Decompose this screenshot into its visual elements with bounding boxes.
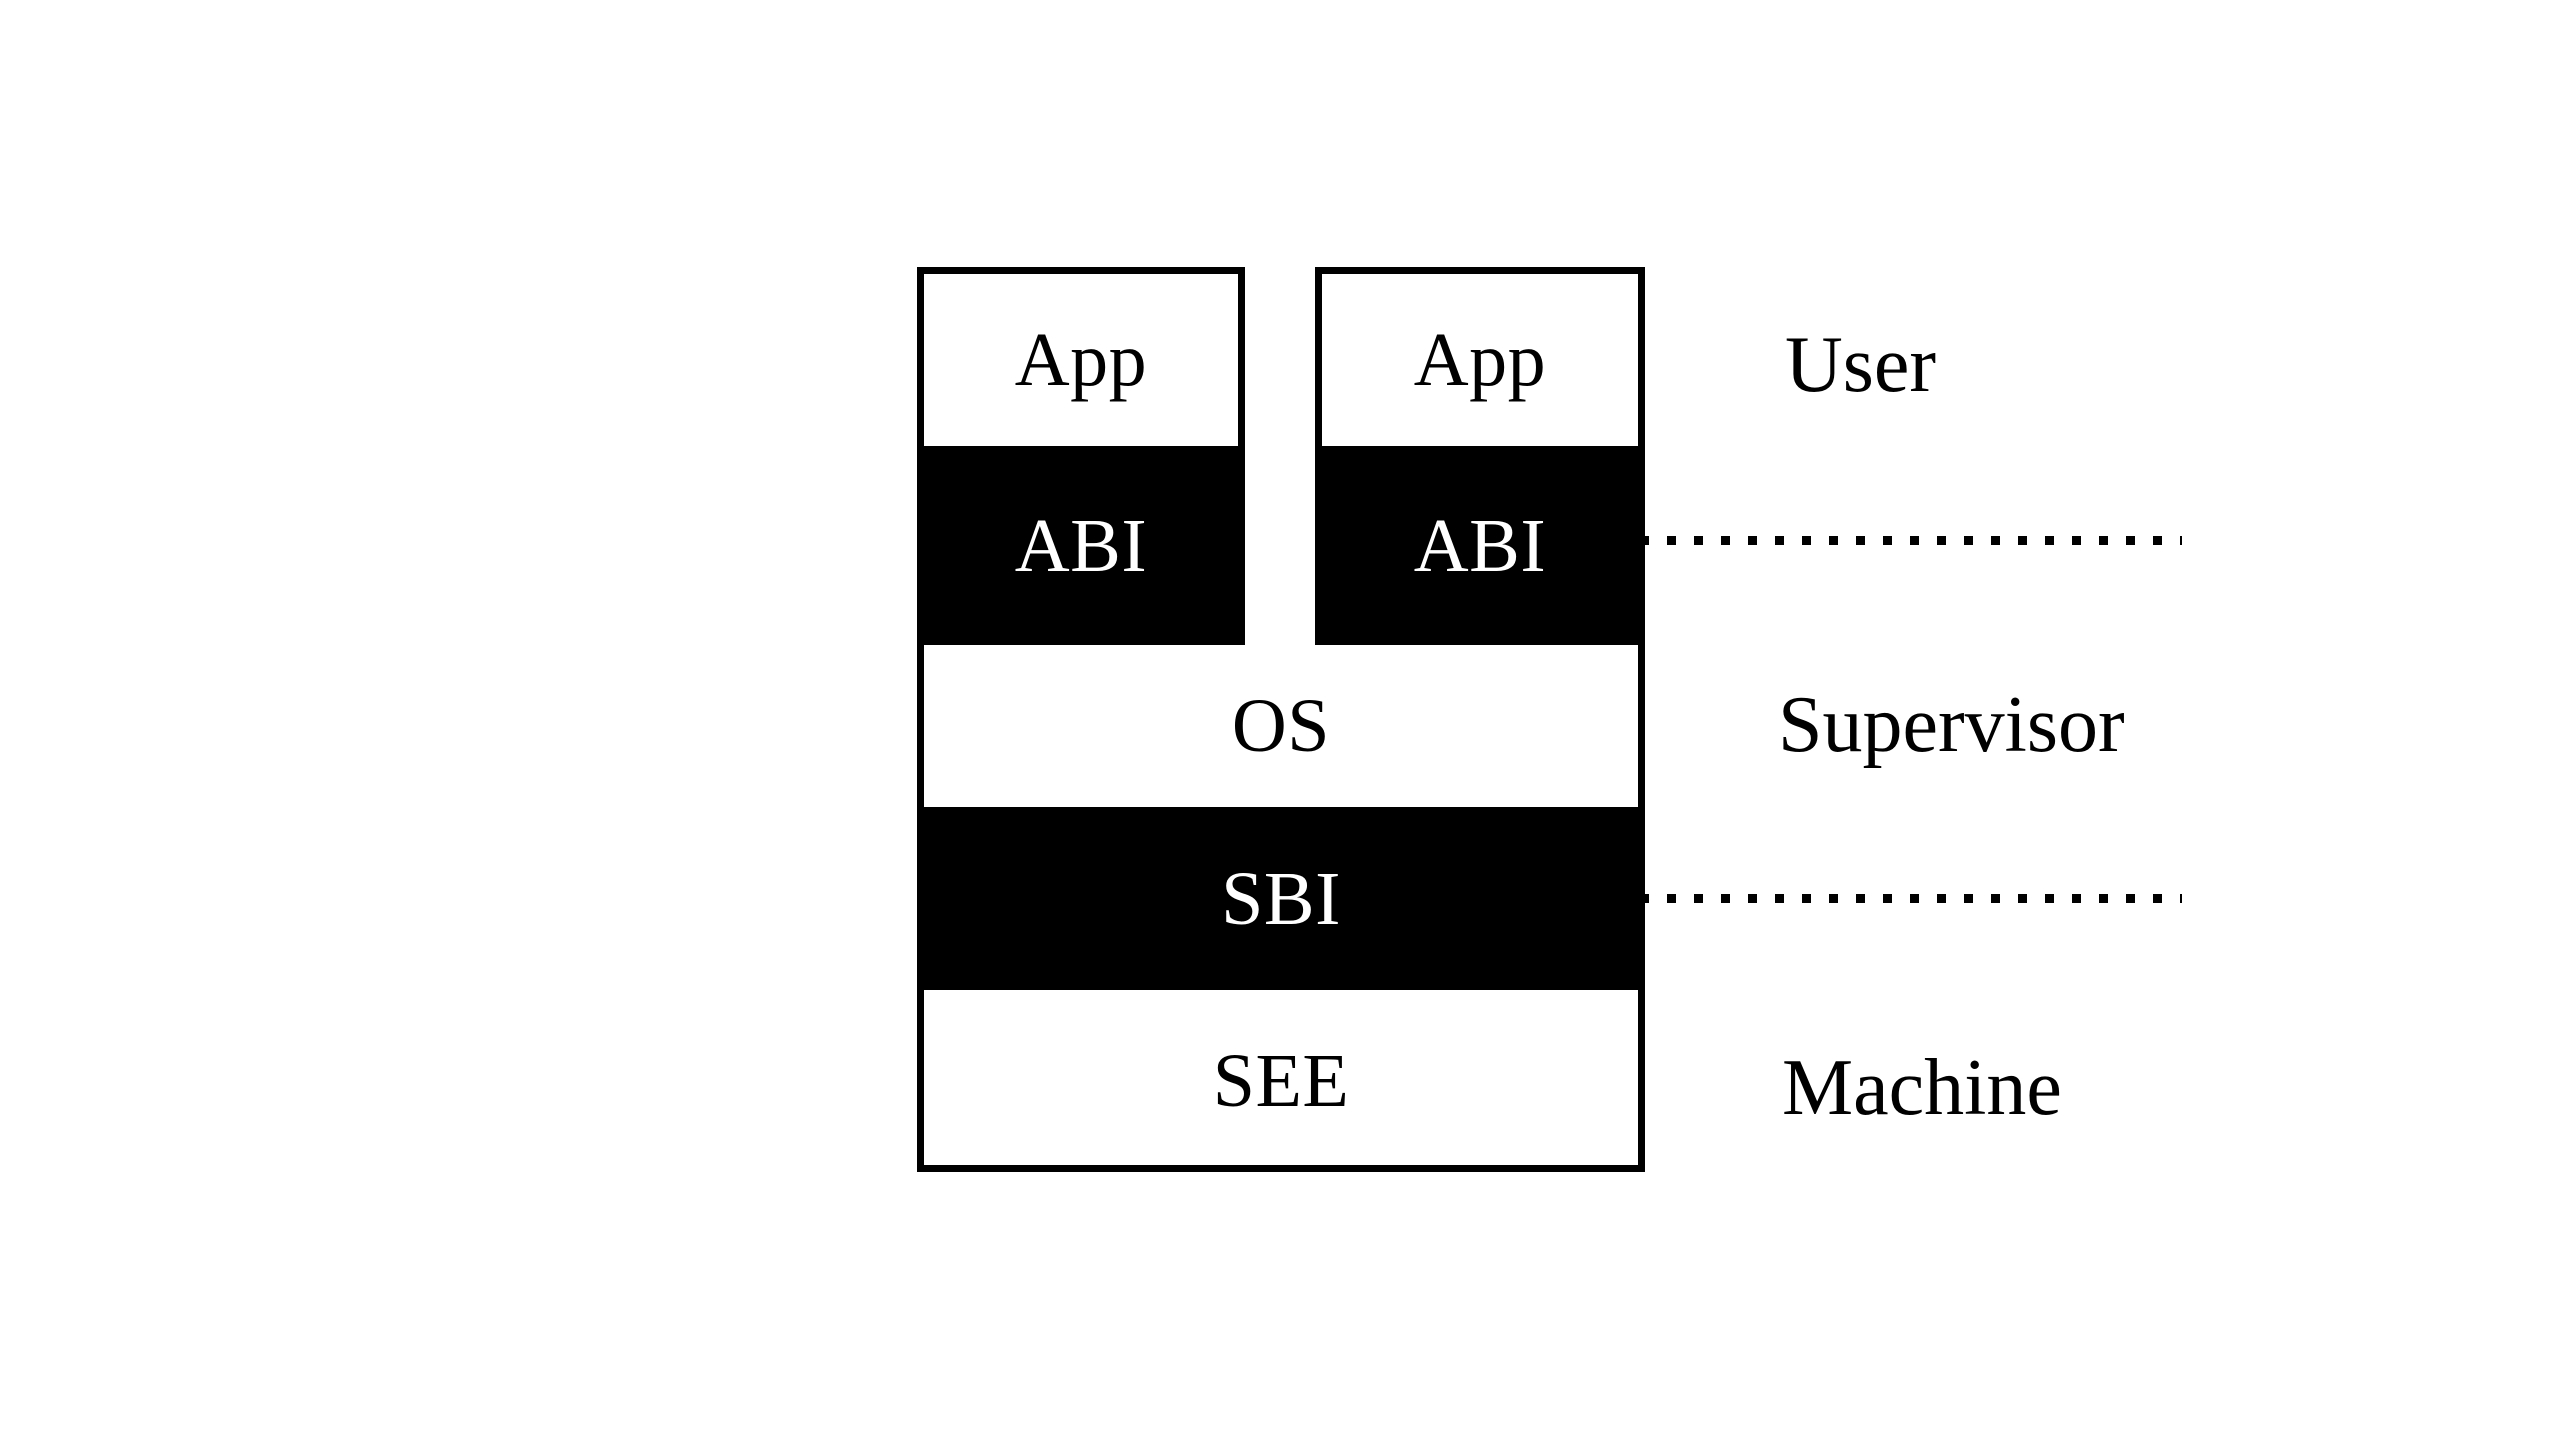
abi-label-right: ABI	[1413, 503, 1547, 588]
privilege-label-machine: Machine	[1782, 1044, 2062, 1132]
app-box-left: App	[917, 267, 1245, 446]
os-band: OS	[917, 645, 1645, 807]
abi-label-left: ABI	[1014, 503, 1148, 588]
sbi-label: SBI	[1221, 856, 1341, 941]
frame-bottom	[917, 1165, 1645, 1172]
privilege-label-user: User	[1785, 321, 1937, 409]
privilege-label-supervisor: Supervisor	[1778, 681, 2125, 769]
see-band: SEE	[917, 990, 1645, 1172]
sbi-band: SBI	[917, 807, 1645, 990]
abi-box-right: ABI	[1315, 446, 1645, 645]
see-label: SEE	[1212, 1039, 1350, 1123]
app-label-left: App	[1014, 318, 1148, 402]
separator-abi-dotted-line	[1640, 536, 2182, 545]
separator-sbi-dotted-line	[1640, 894, 2182, 903]
app-label-right: App	[1413, 318, 1547, 402]
app-box-right: App	[1315, 267, 1645, 446]
os-label: OS	[1231, 684, 1331, 768]
privilege-stack: App ABI App ABI OS SBI SEE	[917, 267, 1645, 1172]
abi-box-left: ABI	[917, 446, 1245, 645]
